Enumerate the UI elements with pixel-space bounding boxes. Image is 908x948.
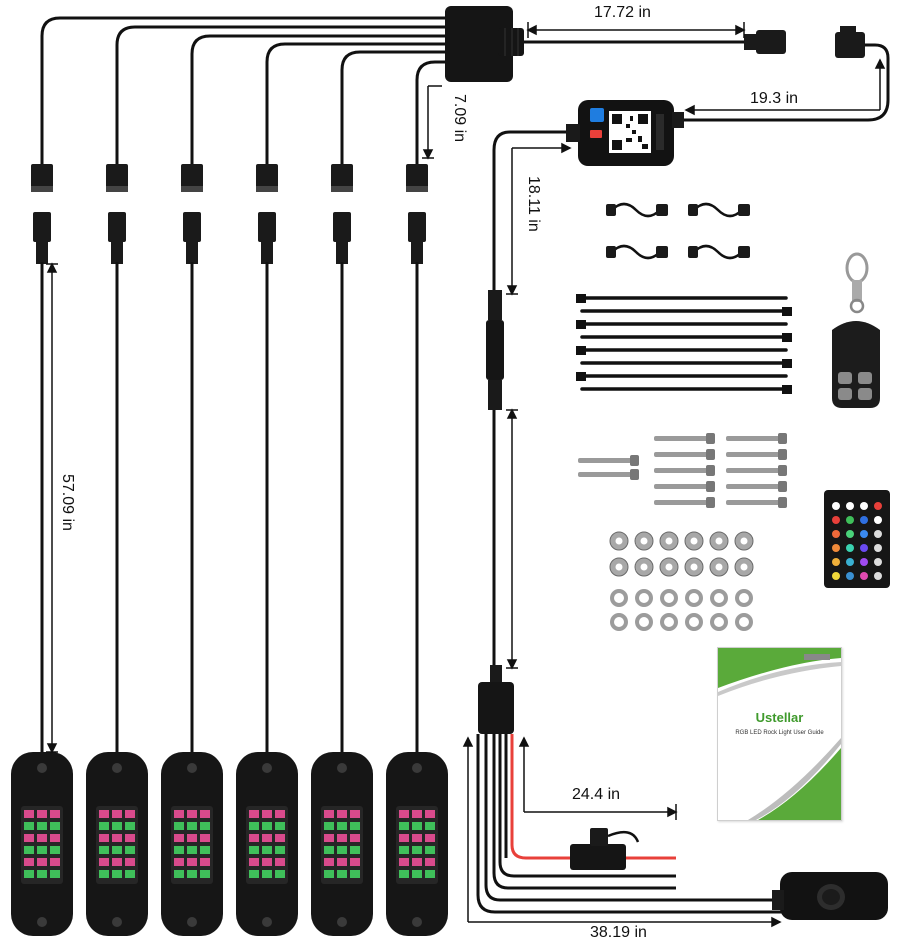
splitter-box bbox=[445, 6, 524, 82]
led-pod bbox=[11, 752, 73, 936]
led-pod bbox=[236, 752, 298, 936]
nut-holes bbox=[615, 537, 748, 571]
zip-tie-heads bbox=[576, 294, 792, 394]
controller-connector bbox=[835, 26, 865, 58]
led-pod bbox=[86, 752, 148, 936]
bluetooth-controller bbox=[566, 100, 684, 166]
extension-cable-plugs bbox=[606, 204, 750, 258]
power-harness-wires bbox=[476, 734, 790, 914]
manual-subtitle: RGB LED Rock Light User Guide bbox=[735, 730, 824, 736]
led-pod bbox=[311, 752, 373, 936]
dimension-label-controller: 19.3 in bbox=[750, 90, 799, 107]
led-pod bbox=[386, 752, 448, 936]
pod-plug-connectors bbox=[31, 164, 428, 264]
dimension-label-controller-lead: 18.11 in bbox=[525, 176, 542, 232]
power-splitter bbox=[478, 665, 514, 734]
booklet-artwork bbox=[718, 648, 841, 820]
harness-connector bbox=[744, 30, 786, 54]
extension-cables bbox=[611, 202, 743, 260]
main-wire-harness bbox=[40, 16, 890, 292]
zip-ties bbox=[580, 296, 788, 391]
manual-brand: Ustellar bbox=[755, 710, 804, 725]
rgb-ir-remote bbox=[824, 490, 890, 588]
led-pod bbox=[161, 752, 223, 936]
washers bbox=[610, 589, 753, 631]
keyfob-remote bbox=[832, 252, 880, 408]
user-guide-booklet: Ustellar RGB LED Rock Light User Guide bbox=[717, 647, 842, 821]
rocker-switch bbox=[772, 872, 888, 920]
dimension-label-harness: 17.72 in bbox=[594, 4, 651, 21]
dimension-label-pod-lead: 57.09 in bbox=[59, 474, 76, 531]
inline-fuse bbox=[570, 828, 640, 870]
dimension-lines bbox=[46, 22, 886, 928]
dimension-label-power-lead: 24.4 in bbox=[572, 786, 621, 803]
screws bbox=[578, 433, 787, 508]
dimension-label-switch-lead: 38.19 in bbox=[590, 924, 647, 941]
dimension-label-splitter-drop: 7.09 in bbox=[451, 94, 468, 143]
pod-wires bbox=[40, 262, 419, 752]
hex-nuts bbox=[609, 531, 754, 577]
led-pods bbox=[11, 752, 448, 936]
controller-lead bbox=[486, 290, 504, 670]
